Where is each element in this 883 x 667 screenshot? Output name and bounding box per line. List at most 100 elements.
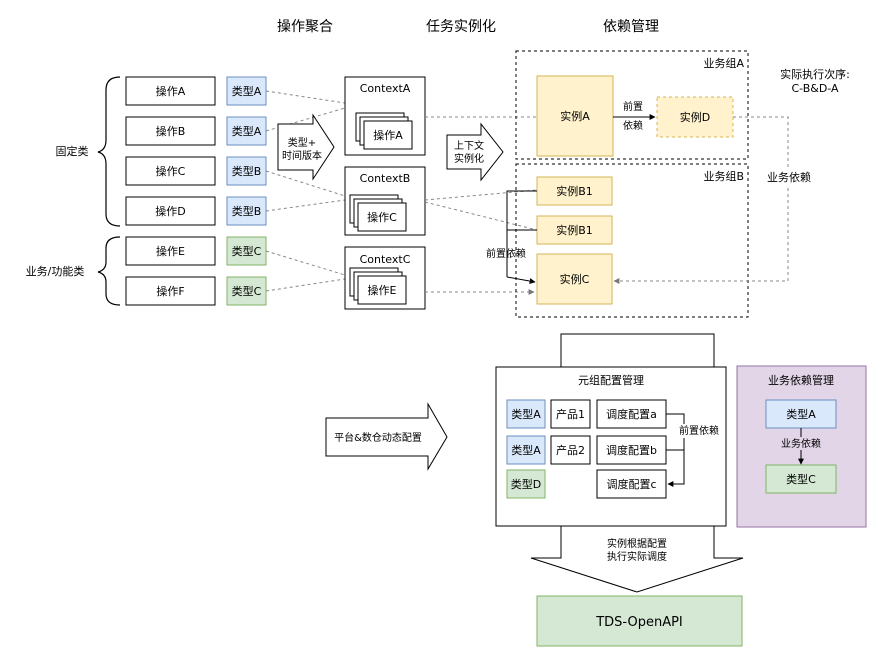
operations-column: 操作A 操作B 操作C 操作D 操作E 操作F bbox=[125, 76, 216, 306]
context-op-label: 操作E bbox=[368, 283, 397, 297]
type-label: 类型B bbox=[232, 164, 262, 178]
business-group-b-title: 业务组B bbox=[703, 169, 744, 183]
context-op-box bbox=[363, 120, 413, 150]
scheduling-label-1: 实例根据配置 bbox=[607, 537, 667, 550]
group-b-dep-arrows bbox=[506, 190, 537, 285]
type-label: 类型B bbox=[232, 204, 262, 218]
meta-schedule-a bbox=[596, 399, 667, 429]
instance-c-label: 实例C bbox=[560, 272, 590, 286]
type-box-c2 bbox=[226, 276, 267, 306]
meta-type-a2 bbox=[506, 435, 546, 465]
meta-pre-dep-arrows bbox=[666, 413, 685, 487]
biz-dep-type-c-label: 类型C bbox=[786, 472, 816, 486]
context-instantiation-label-2: 实例化 bbox=[454, 152, 484, 165]
operation-label: 操作A bbox=[156, 84, 186, 98]
meta-product-2 bbox=[550, 435, 591, 465]
group-a-pre-dep-2: 依赖 bbox=[623, 119, 643, 132]
operation-box-a bbox=[125, 76, 216, 106]
platform-config-label: 平台&数仓动态配置 bbox=[334, 431, 422, 444]
operation-label: 操作F bbox=[156, 284, 184, 298]
type-time-label-1: 类型+ bbox=[288, 136, 316, 149]
meta-type-label: 类型A bbox=[511, 407, 541, 421]
scheduling-down-arrow bbox=[530, 525, 744, 593]
business-brace bbox=[97, 236, 121, 306]
type-label: 类型A bbox=[232, 124, 262, 138]
operation-box-f bbox=[125, 276, 216, 306]
instance-c bbox=[536, 253, 613, 305]
instance-a bbox=[536, 75, 614, 157]
meta-type-label: 类型D bbox=[511, 477, 541, 491]
meta-product-label: 产品2 bbox=[556, 443, 585, 457]
tds-openapi-box bbox=[536, 595, 743, 647]
biz-dep-label: 业务依赖 bbox=[781, 437, 821, 450]
meta-schedule-label: 调度配置b bbox=[606, 443, 657, 457]
context-op-label: 操作C bbox=[367, 210, 397, 224]
meta-type-label: 类型A bbox=[511, 443, 541, 457]
context-instantiation-label-1: 上下文 bbox=[454, 139, 484, 152]
operation-label: 操作E bbox=[156, 244, 185, 258]
header-task-instantiation: 任务实例化 bbox=[426, 19, 496, 35]
operation-label: 操作C bbox=[156, 164, 186, 178]
instance-b1-top bbox=[536, 176, 613, 206]
context-title: ContextC bbox=[360, 253, 411, 266]
instance-d-label: 实例D bbox=[680, 110, 710, 124]
context-op-box bbox=[357, 202, 407, 232]
header-dependency-management: 依赖管理 bbox=[603, 19, 659, 35]
meta-type-d bbox=[506, 469, 546, 499]
business-group-a-title: 业务组A bbox=[703, 56, 744, 70]
fixed-brace bbox=[97, 76, 121, 227]
meta-product-1 bbox=[550, 399, 591, 429]
type-time-label-2: 时间版本 bbox=[282, 149, 322, 162]
meta-config-title: 元组配置管理 bbox=[578, 373, 644, 387]
scheduling-label-2: 执行实际调度 bbox=[607, 550, 667, 563]
biz-dep-type-c bbox=[765, 464, 837, 494]
instance-b1-bottom-label: 实例B1 bbox=[556, 223, 593, 237]
meta-schedule-c bbox=[596, 469, 667, 499]
operation-box-c bbox=[125, 156, 216, 186]
instance-a-label: 实例A bbox=[560, 109, 590, 123]
instance-b1-top-label: 实例B1 bbox=[556, 184, 593, 198]
types-column: 类型A 类型A 类型B 类型B 类型C 类型C bbox=[226, 76, 267, 306]
group-a-pre-dep-1: 前置 bbox=[623, 100, 643, 113]
group-b-pre-dep: 前置依赖 bbox=[486, 247, 526, 260]
context-c: ContextC 操作E bbox=[344, 246, 426, 310]
meta-product-label: 产品1 bbox=[556, 407, 585, 421]
biz-dep-type-a-label: 类型A bbox=[786, 407, 816, 421]
type-label: 类型C bbox=[232, 284, 262, 298]
type-context-links bbox=[265, 90, 346, 292]
tds-openapi-label: TDS-OpenAPI bbox=[595, 615, 683, 630]
meta-type-a1 bbox=[506, 399, 546, 429]
context-op-box bbox=[357, 275, 407, 305]
operation-label: 操作B bbox=[156, 124, 186, 138]
context-b: ContextB 操作C bbox=[344, 166, 426, 236]
operation-box-b bbox=[125, 116, 216, 146]
header-op-aggregation: 操作聚合 bbox=[277, 19, 333, 35]
context-title: ContextA bbox=[360, 82, 411, 95]
meta-schedule-label: 调度配置a bbox=[606, 407, 657, 421]
biz-dep-mgmt-title: 业务依赖管理 bbox=[768, 373, 834, 387]
platform-config-arrow bbox=[325, 402, 448, 471]
context-instantiation-arrow bbox=[446, 122, 504, 182]
operation-box-e bbox=[125, 236, 216, 266]
meta-schedule-label: 调度配置c bbox=[606, 477, 656, 491]
operation-box-d bbox=[125, 196, 216, 226]
type-box-a1 bbox=[226, 76, 267, 106]
exec-order-line-1: 实际执行次序: bbox=[780, 67, 850, 81]
business-group-a bbox=[515, 50, 749, 160]
meta-pre-dep-label: 前置依赖 bbox=[679, 424, 719, 437]
operation-label: 操作D bbox=[155, 204, 185, 218]
business-dep-link bbox=[613, 116, 789, 284]
group-label-fixed: 固定类 bbox=[56, 144, 89, 158]
type-label: 类型A bbox=[232, 84, 262, 98]
context-op-label: 操作A bbox=[373, 128, 403, 142]
exec-order-line-2: C-B&D-A bbox=[791, 82, 839, 95]
context-a: ContextA 操作A bbox=[344, 76, 426, 156]
meta-config-tab bbox=[560, 333, 715, 369]
type-box-a2 bbox=[226, 116, 267, 146]
type-box-b1 bbox=[226, 156, 267, 186]
group-label-business: 业务/功能类 bbox=[26, 264, 85, 278]
type-time-arrow bbox=[277, 113, 335, 181]
business-dep-label: 业务依赖 bbox=[767, 171, 811, 184]
business-group-b bbox=[515, 163, 749, 318]
